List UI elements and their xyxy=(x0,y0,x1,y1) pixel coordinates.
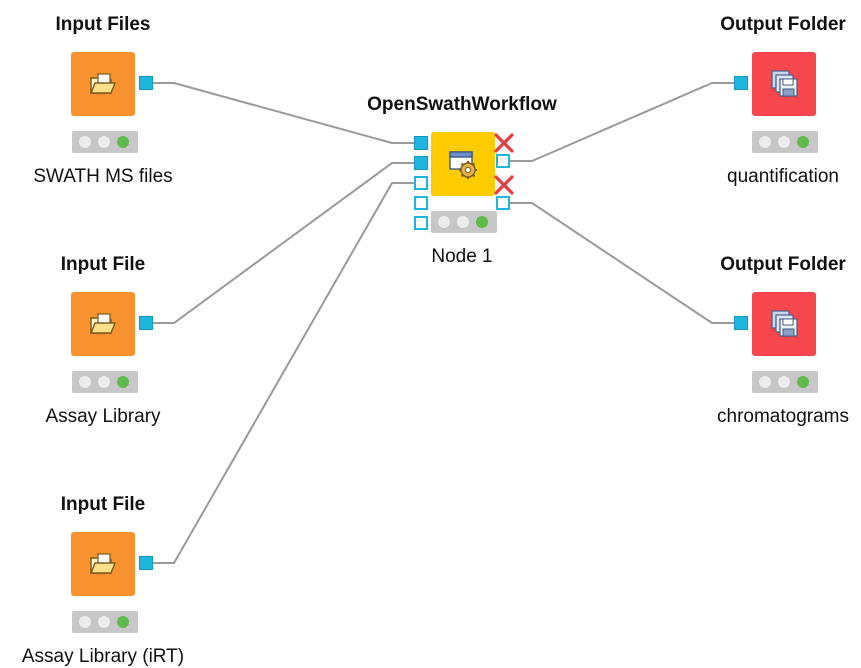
file-reader-icon xyxy=(89,553,117,574)
node-label[interactable]: Assay Library xyxy=(45,406,161,427)
node-title: OpenSwathWorkflow xyxy=(367,94,557,115)
status-dot-idle xyxy=(759,376,771,388)
file-reader-icon xyxy=(89,313,117,334)
output-port-2[interactable] xyxy=(496,196,510,210)
input-port-2[interactable] xyxy=(414,156,428,170)
floppy-stack-icon xyxy=(771,70,798,97)
node-input-file-irt[interactable]: Input File Assay Library (iRT) xyxy=(3,494,203,667)
input-port[interactable] xyxy=(734,316,748,330)
node-input-files[interactable]: Input Files SWATH MS files xyxy=(3,14,203,187)
node-input-file-library[interactable]: Input File Assay Library xyxy=(3,254,203,427)
window-gear-icon xyxy=(449,151,477,179)
status-dot-configured xyxy=(98,616,110,628)
input-port[interactable] xyxy=(734,76,748,90)
status-dot-idle xyxy=(759,136,771,148)
node-body[interactable] xyxy=(71,292,135,356)
node-body[interactable] xyxy=(752,292,816,356)
node-title: Output Folder xyxy=(720,14,846,35)
status-dot-executed xyxy=(117,136,129,148)
status-dot-executed xyxy=(476,216,488,228)
node-output-folder-chromatograms[interactable]: Output Folder chromatograms xyxy=(683,254,861,427)
file-reader-icon xyxy=(89,73,117,94)
output-port[interactable] xyxy=(139,76,153,90)
status-traffic-light xyxy=(752,131,818,153)
output-port[interactable] xyxy=(139,316,153,330)
input-port-1[interactable] xyxy=(414,136,428,150)
status-dot-configured xyxy=(98,136,110,148)
node-label[interactable]: chromatograms xyxy=(717,406,849,427)
node-body[interactable] xyxy=(71,532,135,596)
status-dot-executed xyxy=(797,376,809,388)
output-port[interactable] xyxy=(139,556,153,570)
status-dot-executed xyxy=(797,136,809,148)
status-traffic-light xyxy=(72,131,138,153)
input-port-5[interactable] xyxy=(414,216,428,230)
status-dot-idle xyxy=(79,616,91,628)
status-traffic-light xyxy=(752,371,818,393)
input-port-3[interactable] xyxy=(414,176,428,190)
input-port-4[interactable] xyxy=(414,196,428,210)
node-title: Input File xyxy=(60,254,146,275)
status-traffic-light xyxy=(72,611,138,633)
status-dot-idle xyxy=(79,376,91,388)
node-title: Input Files xyxy=(55,14,151,35)
node-label[interactable]: quantification xyxy=(727,166,839,187)
status-traffic-light xyxy=(431,211,497,233)
output-port-1[interactable] xyxy=(496,154,510,168)
status-dot-configured xyxy=(457,216,469,228)
status-dot-executed xyxy=(117,376,129,388)
node-body[interactable] xyxy=(71,52,135,116)
node-label[interactable]: SWATH MS files xyxy=(33,166,173,187)
unused-output-x-icon xyxy=(494,133,514,153)
status-dot-executed xyxy=(117,616,129,628)
node-title: Input File xyxy=(60,494,146,515)
status-dot-configured xyxy=(778,376,790,388)
status-dot-idle xyxy=(79,136,91,148)
status-dot-idle xyxy=(438,216,450,228)
status-dot-configured xyxy=(778,136,790,148)
node-output-folder-quantification[interactable]: Output Folder quantification xyxy=(683,14,861,187)
status-traffic-light xyxy=(72,371,138,393)
node-label[interactable]: Node 1 xyxy=(431,246,493,267)
node-body[interactable] xyxy=(752,52,816,116)
node-body[interactable] xyxy=(431,132,495,196)
floppy-stack-icon xyxy=(771,310,798,337)
node-label[interactable]: Assay Library (iRT) xyxy=(21,646,185,667)
unused-output-x-icon xyxy=(494,175,514,195)
node-title: Output Folder xyxy=(720,254,846,275)
status-dot-configured xyxy=(98,376,110,388)
node-openswath-workflow[interactable]: OpenSwathWorkflow xyxy=(362,94,562,267)
